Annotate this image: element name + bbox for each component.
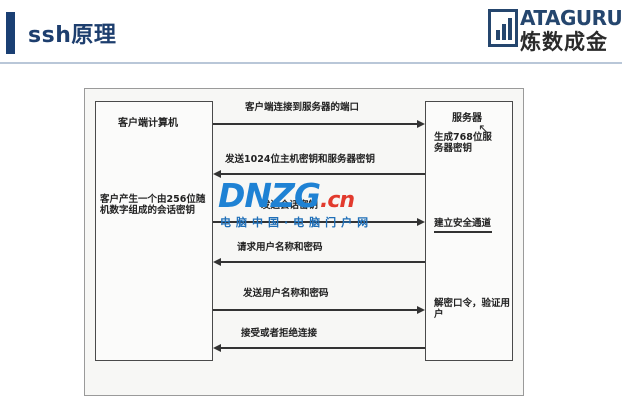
client-session-key-note: 客户产生一个由256位随机数字组成的会话密钥	[100, 194, 206, 216]
arrow-left-icon	[213, 170, 221, 178]
server-box: 服务器 生成768位服务器密钥 建立安全通道 解密口令，验证用户	[425, 101, 513, 361]
client-title: 客户端计算机	[118, 118, 178, 129]
message-label: 发送会话密钥	[261, 200, 319, 211]
message-arrow	[221, 261, 425, 263]
brand-name-cn: 炼数成金	[520, 30, 608, 54]
server-key-note: 生成768位服务器密钥	[434, 132, 492, 154]
watermark-logo: DNZG.cn	[218, 176, 355, 215]
arrow-right-icon	[417, 306, 425, 314]
server-channel-note: 建立安全通道	[434, 218, 492, 229]
message-label: 客户端连接到服务器的端口	[245, 102, 360, 113]
watermark-subtitle: 电脑中国·电脑门户网	[220, 216, 374, 229]
mouse-cursor-icon: ↖	[478, 122, 489, 137]
message-arrow	[221, 347, 425, 349]
message-arrow	[213, 309, 417, 311]
ssh-sequence-diagram: 客户端计算机 客户产生一个由256位随机数字组成的会话密钥 服务器 生成768位…	[84, 88, 524, 396]
brand-logo: ATAGURU 炼数成金	[488, 6, 622, 54]
brand-name: ATAGURU	[520, 6, 622, 30]
header-divider	[0, 62, 622, 64]
message-label: 发送用户名称和密码	[243, 288, 329, 299]
message-arrow	[213, 123, 417, 125]
client-box: 客户端计算机 客户产生一个由256位随机数字组成的会话密钥	[95, 101, 213, 361]
arrow-right-icon	[417, 120, 425, 128]
arrow-left-icon	[213, 344, 221, 352]
arrow-right-icon	[417, 218, 425, 226]
brand-bar-chart-icon	[488, 9, 518, 47]
server-channel-underline	[434, 231, 492, 233]
watermark-logo-text: DNZG	[218, 176, 321, 215]
message-arrow	[221, 173, 425, 175]
slide-title: ssh原理	[28, 23, 117, 48]
watermark-logo-suffix: .cn	[320, 188, 355, 213]
server-title: 服务器	[452, 113, 482, 124]
message-arrow	[213, 221, 417, 223]
arrow-left-icon	[213, 258, 221, 266]
server-verify-note: 解密口令，验证用户	[434, 298, 511, 320]
title-accent-bar	[6, 12, 15, 54]
message-label: 接受或者拒绝连接	[241, 328, 318, 339]
message-label: 请求用户名称和密码	[237, 242, 323, 253]
message-label: 发送1024位主机密钥和服务器密钥	[225, 154, 375, 165]
